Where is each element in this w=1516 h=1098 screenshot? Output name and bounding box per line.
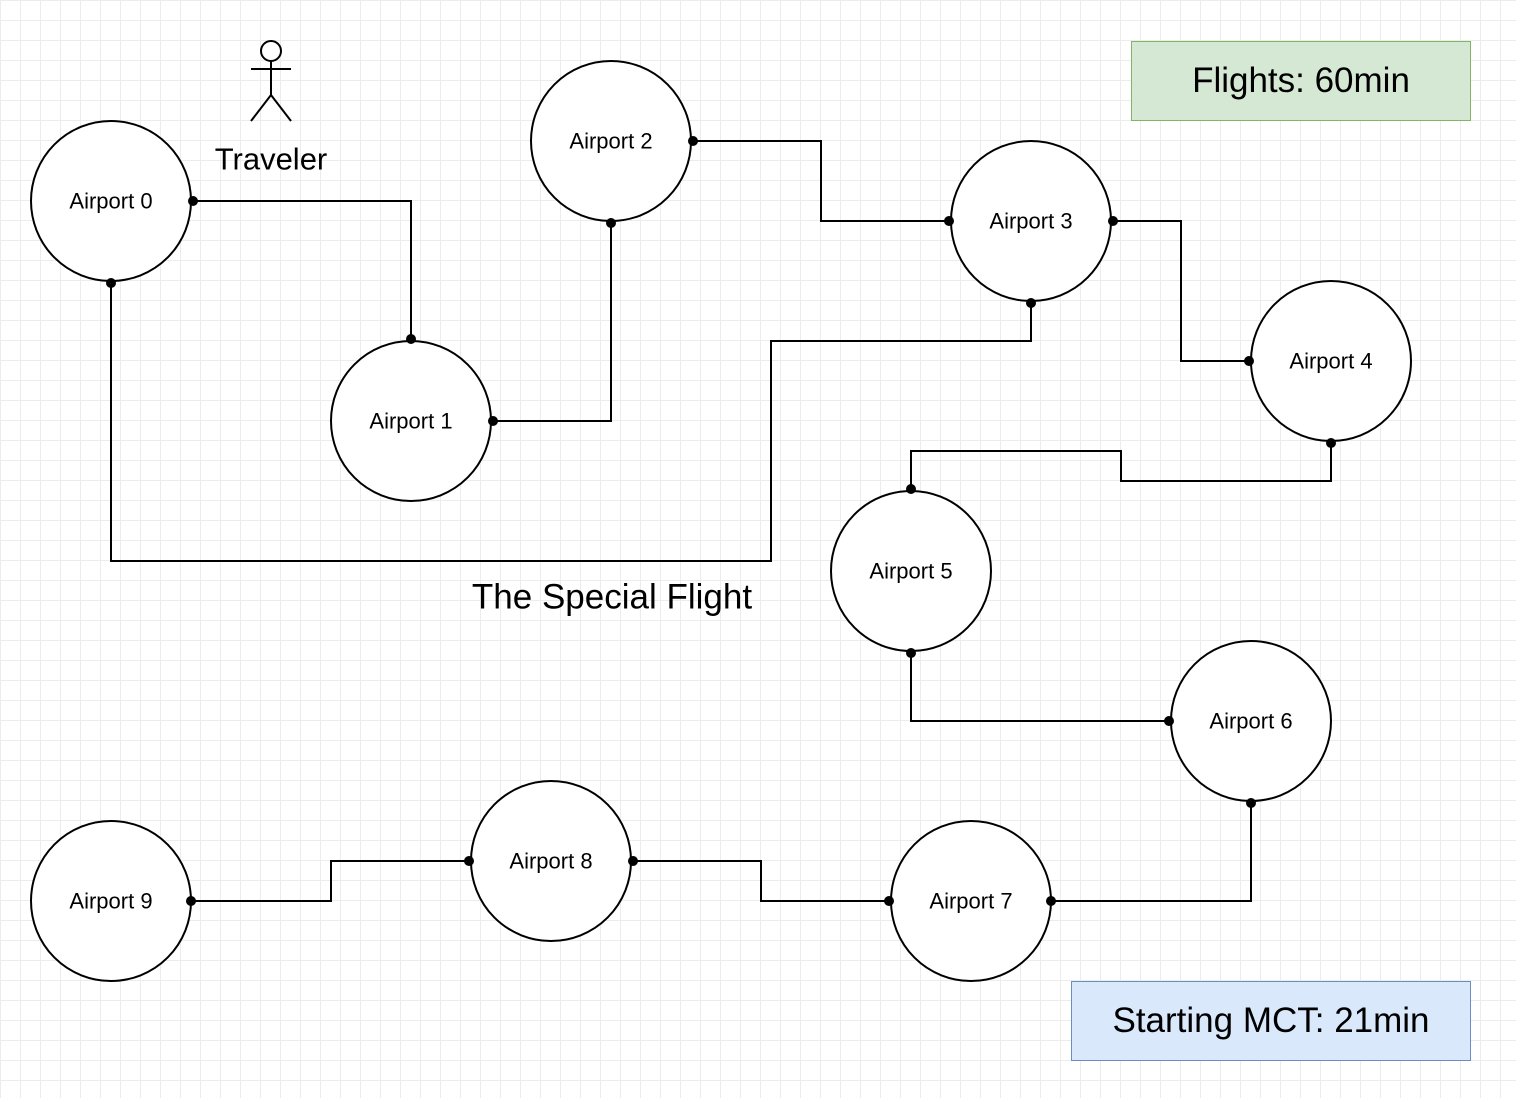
connection-dot — [884, 896, 894, 906]
connection-dot — [906, 648, 916, 658]
airport-3-label: Airport 3 — [989, 209, 1072, 234]
edge-airport8-airport9 — [191, 860, 471, 902]
special-flight-label: The Special Flight — [472, 578, 752, 617]
starting-mct-note: Starting MCT: 21min — [1071, 981, 1471, 1061]
airport-8-label: Airport 8 — [509, 849, 592, 874]
edge-airport4-airport5 — [910, 441, 1332, 490]
connection-dot — [906, 484, 916, 494]
connection-dot — [188, 196, 198, 206]
airport-0-label: Airport 0 — [69, 189, 152, 214]
traveler-label: Traveler — [215, 142, 328, 177]
connection-dot — [106, 278, 116, 288]
connection-dot — [688, 136, 698, 146]
connection-dot — [1244, 356, 1254, 366]
connection-dot — [488, 416, 498, 426]
connection-dot — [464, 856, 474, 866]
airport-9-label: Airport 9 — [69, 889, 152, 914]
edge-airport7-airport8 — [631, 860, 891, 902]
connection-dot — [628, 856, 638, 866]
airport-6-label: Airport 6 — [1209, 709, 1292, 734]
traveler-icon — [250, 40, 292, 122]
airport-5-label: Airport 5 — [869, 559, 952, 584]
connection-dot — [186, 896, 196, 906]
edge-airport3-airport4 — [1111, 220, 1251, 362]
airport-2-label: Airport 2 — [569, 129, 652, 154]
flights-duration-note: Flights: 60min — [1131, 41, 1471, 121]
connection-dot — [944, 216, 954, 226]
airport-4-label: Airport 4 — [1289, 349, 1372, 374]
edge-airport0-airport1 — [191, 200, 412, 340]
connection-dot — [1026, 298, 1036, 308]
edge-airport2-airport3 — [691, 140, 951, 222]
edge-airport5-airport6 — [910, 651, 1171, 722]
airport-1-label: Airport 1 — [369, 409, 452, 434]
edge-airport1-airport2 — [491, 221, 612, 422]
edge-airport6-airport7 — [1051, 801, 1252, 902]
airport-7-label: Airport 7 — [929, 889, 1012, 914]
connection-dot — [1246, 798, 1256, 808]
connection-dot — [1108, 216, 1118, 226]
connection-dot — [1326, 438, 1336, 448]
edge-special-flight — [110, 281, 1032, 562]
connection-dot — [406, 334, 416, 344]
connection-dot — [1164, 716, 1174, 726]
connection-dot — [1046, 896, 1056, 906]
connection-dot — [606, 218, 616, 228]
